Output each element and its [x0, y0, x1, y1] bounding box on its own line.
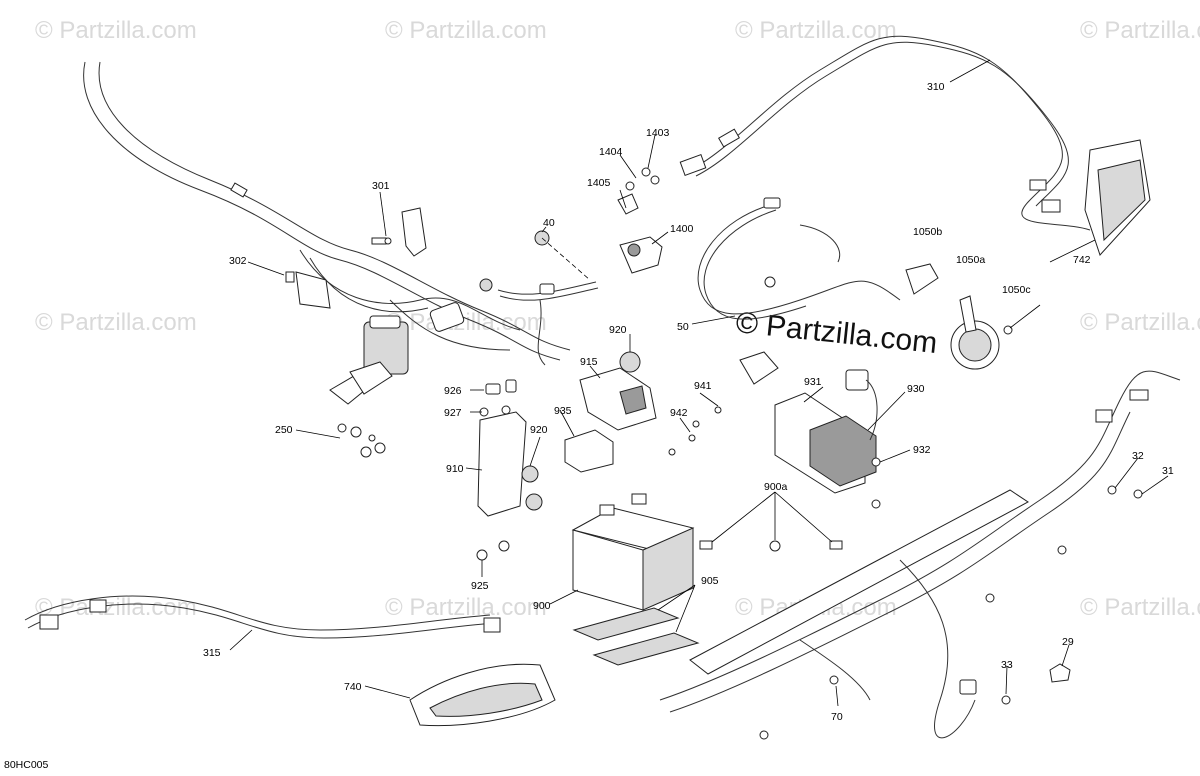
main-harness-left — [83, 61, 571, 405]
watermark: © Partzilla.com — [385, 309, 547, 336]
callout-250: 250 — [275, 424, 293, 436]
grommet-40 — [479, 230, 599, 366]
watermark: © Partzilla.com — [1080, 309, 1200, 336]
callout-1403: 1403 — [646, 127, 670, 139]
fasteners-250 — [337, 423, 386, 458]
callout-910: 910 — [446, 463, 464, 475]
watermark: © Partzilla.com — [735, 17, 897, 44]
watermark: © Partzilla.com — [35, 17, 197, 44]
callout-932: 932 — [913, 444, 931, 456]
callout-1400: 1400 — [670, 223, 694, 235]
callout-33: 33 — [1001, 659, 1013, 671]
watermark: © Partzilla.com — [1080, 594, 1200, 621]
callout-32: 32 — [1132, 450, 1144, 462]
cover-935 — [564, 429, 614, 473]
callout-941: 941 — [694, 380, 712, 392]
callout-31: 31 — [1162, 465, 1174, 477]
hardware-900a — [699, 491, 843, 552]
callout-931: 931 — [804, 376, 822, 388]
bracket-915 — [579, 351, 657, 431]
callout-920-side: 920 — [530, 424, 548, 436]
harness-315 — [24, 595, 501, 639]
watermark: © Partzilla.com — [385, 594, 547, 621]
watermark-center: © Partzilla.com — [734, 306, 938, 360]
horn-1050 — [905, 263, 1013, 370]
callout-740: 740 — [344, 681, 362, 693]
watermark: © Partzilla.com — [35, 594, 197, 621]
callout-1404: 1404 — [599, 146, 623, 158]
leaders — [229, 59, 1169, 707]
harness-310 — [679, 35, 1091, 231]
watermark: © Partzilla.com — [35, 309, 197, 336]
taillight-740 — [409, 663, 556, 727]
callout-900a: 900a — [764, 481, 788, 493]
callout-905: 905 — [701, 575, 719, 587]
callout-29: 29 — [1062, 636, 1074, 648]
callout-315: 315 — [203, 647, 221, 659]
fuse-holder-302 — [285, 271, 331, 309]
callout-1050a: 1050a — [956, 254, 985, 266]
watermark: © Partzilla.com — [385, 17, 547, 44]
hold-down-910 — [476, 379, 543, 561]
callout-925: 925 — [471, 580, 489, 592]
bracket-301 — [371, 207, 427, 257]
headlight-742 — [1084, 139, 1151, 256]
battery-900 — [571, 493, 695, 611]
cable-50 — [697, 197, 901, 320]
diagram-code: 80HC005 — [4, 759, 49, 771]
callout-930: 930 — [907, 383, 925, 395]
pads-905 — [572, 607, 700, 666]
callout-742: 742 — [1073, 254, 1091, 266]
callout-1050b: 1050b — [913, 226, 942, 238]
callout-927: 927 — [444, 407, 462, 419]
regulator-930 — [774, 369, 881, 509]
watermark: © Partzilla.com — [1080, 17, 1200, 44]
callouts: 29 31 32 33 40 50 70 250 301 302 310 315… — [203, 81, 1174, 723]
callout-900: 900 — [533, 600, 551, 612]
harness-bottom-right — [659, 370, 1181, 740]
callout-50: 50 — [677, 321, 689, 333]
callout-1405: 1405 — [587, 177, 611, 189]
callout-935: 935 — [554, 405, 572, 417]
assembly-1400 — [617, 167, 663, 274]
callout-920-top: 920 — [609, 324, 627, 336]
callout-942: 942 — [670, 407, 688, 419]
callout-40: 40 — [543, 217, 555, 229]
callout-301: 301 — [372, 180, 390, 192]
callout-915: 915 — [580, 356, 598, 368]
callout-302: 302 — [229, 255, 247, 267]
callout-1050c: 1050c — [1002, 284, 1031, 296]
callout-70: 70 — [831, 711, 843, 723]
callout-926: 926 — [444, 385, 462, 397]
fasteners-941-942 — [668, 351, 779, 456]
callout-310: 310 — [927, 81, 945, 93]
